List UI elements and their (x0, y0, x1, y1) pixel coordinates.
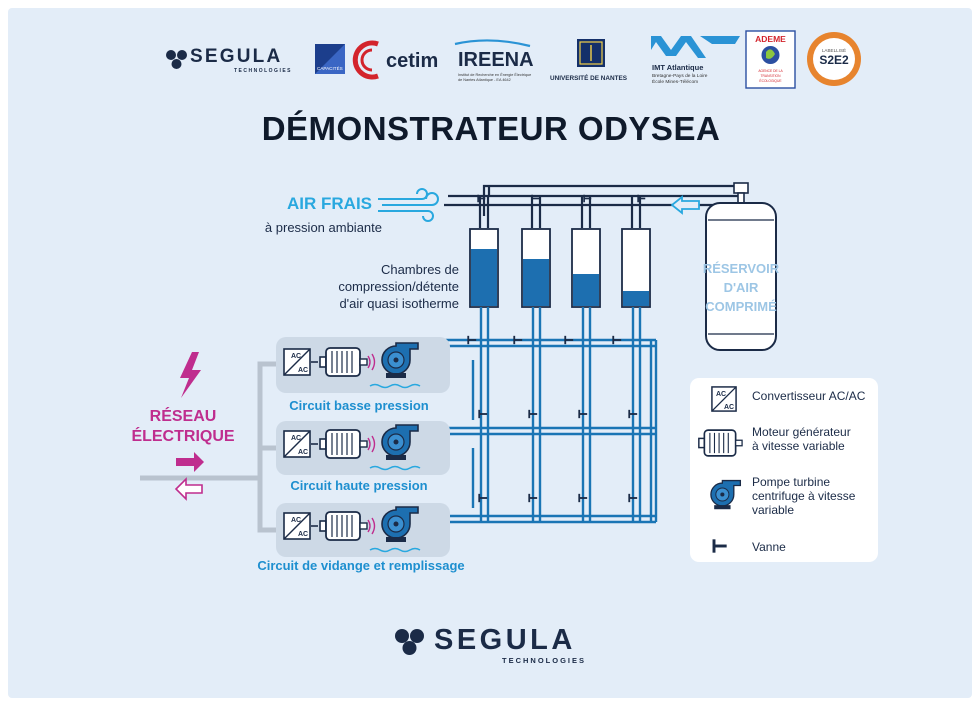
tank-label-line2: D'AIR (724, 280, 759, 295)
circuit-label: Circuit haute pression (290, 478, 427, 493)
chamber-1 (469, 228, 499, 308)
logo-capacites: CAPACITÉS (315, 44, 345, 74)
converter-text-bottom: AC (298, 531, 308, 538)
legend-motor-label-1: Moteur générateur (752, 425, 851, 439)
page-title: DÉMONSTRATEUR ODYSEA (262, 110, 721, 147)
legend-motor-label-2: à vitesse variable (752, 439, 845, 453)
logo-ireena: IREENA Institut de Recherche en Énergie … (454, 39, 534, 82)
logo-segula: SEGULA TECHNOLOGIES (166, 46, 292, 74)
air-sublabel: à pression ambiante (265, 220, 382, 235)
legend-pump-label-1: Pompe turbine (752, 475, 830, 489)
arrow-left-icon (174, 477, 203, 501)
logo-imt-title: IMT Atlantique (652, 63, 703, 72)
logo-label-s2e2: LABELLISÉ S2E2 (807, 32, 861, 86)
logo-imt-atlantique: IMT Atlantique Bretagne-Pays de la Loire… (651, 36, 740, 85)
chamber-2 (521, 228, 551, 308)
converter-text-top: AC (291, 517, 301, 524)
logo-cetim: cetim (352, 40, 438, 80)
chambers-label-line2: compression/détente (338, 279, 459, 294)
electrical-bus (140, 361, 278, 533)
chamber-3 (571, 228, 601, 308)
legend-valve-label: Vanne (752, 540, 786, 554)
chambers-label-line1: Chambres de (381, 262, 459, 277)
air-tank: RÉSERVOIR D'AIR COMPRIMÉ (703, 182, 780, 351)
circuit-haute-pression: AC AC Circuit haute pression (276, 421, 450, 493)
air-label: AIR FRAIS (287, 194, 372, 213)
logo-segula-sub: TECHNOLOGIES (234, 68, 292, 74)
legend-converter-text-bottom: AC (724, 404, 734, 411)
motor-icon (319, 347, 368, 377)
footer-segula-sub: TECHNOLOGIES (502, 656, 586, 665)
logo-ademe-sub2: TRANSITION (761, 74, 782, 78)
logo-capacites-text: CAPACITÉS (317, 65, 343, 71)
valve (612, 335, 622, 345)
valve (564, 335, 574, 345)
legend-converter-label: Convertisseur AC/AC (752, 389, 866, 403)
legend-pump-label-3: variable (752, 503, 794, 517)
logo-label-line1: LABELLISÉ (822, 47, 846, 53)
footer-segula-name: SEGULA (434, 624, 576, 656)
converter-text-bottom: AC (298, 367, 308, 374)
circuit-label: Circuit de vidange et remplissage (257, 558, 464, 573)
logo-cetim-text: cetim (386, 50, 438, 72)
logo-universite-nantes-text: UNIVERSITÉ DE NANTES (550, 73, 628, 82)
logo-ireena-sub2: de Nantes Atlantique - EA 4642 (458, 78, 511, 82)
logo-imt-sub1: Bretagne-Pays de la Loire (652, 73, 708, 79)
motor-icon (319, 429, 368, 459)
air-wind-icon (378, 188, 439, 222)
footer-logo-segula: SEGULA TECHNOLOGIES (395, 624, 586, 665)
tank-label-line1: RÉSERVOIR (703, 261, 780, 276)
logo-ademe-sub3: ÉCOLOGIQUE (759, 78, 782, 83)
circuit-vidange-remplissage: AC AC Circuit de vidange et remplissage (257, 503, 465, 573)
tank-label-line3: COMPRIMÉ (705, 299, 777, 314)
diagram-background (8, 8, 972, 698)
valve (467, 335, 477, 345)
legend: AC AC Convertisseur AC/AC Moteur générat… (690, 378, 878, 562)
circuit-label: Circuit basse pression (289, 398, 428, 413)
arrow-right-icon (176, 452, 204, 472)
converter-text-top: AC (291, 435, 301, 442)
legend-converter-text-top: AC (716, 391, 726, 398)
lightning-icon (180, 352, 201, 398)
logo-ireena-text: IREENA (458, 49, 534, 71)
logo-imt-sub2: École Mines-Télécom (652, 78, 698, 85)
grid-label-line1: RÉSEAU (150, 406, 217, 425)
legend-pump-label-2: centrifuge à vitesse (752, 489, 856, 503)
chamber-4 (621, 228, 651, 308)
air-flow-arrow-icon (670, 195, 700, 215)
valve (513, 335, 523, 345)
logo-ademe-text: ADEME (755, 34, 786, 44)
converter-text-top: AC (291, 353, 301, 360)
chambers-label-line3: d'air quasi isotherme (339, 296, 459, 311)
motor-icon (319, 511, 368, 541)
logo-ademe-sub1: AGENCE DE LA (758, 69, 783, 73)
converter-text-bottom: AC (298, 449, 308, 456)
logo-ademe: ADEME AGENCE DE LA TRANSITION ÉCOLOGIQUE (745, 30, 796, 89)
logo-segula-name: SEGULA (190, 46, 282, 67)
logo-ireena-sub1: Institut de Recherche en Énergie Électri… (458, 72, 531, 77)
logo-universite-nantes: UNIVERSITÉ DE NANTES (550, 39, 628, 82)
grid-label-line2: ÉLECTRIQUE (131, 426, 234, 445)
legend-motor-icon (697, 429, 743, 457)
logo-label-code: S2E2 (819, 53, 849, 67)
circuit-basse-pression: AC AC Circuit basse pression (276, 337, 450, 413)
